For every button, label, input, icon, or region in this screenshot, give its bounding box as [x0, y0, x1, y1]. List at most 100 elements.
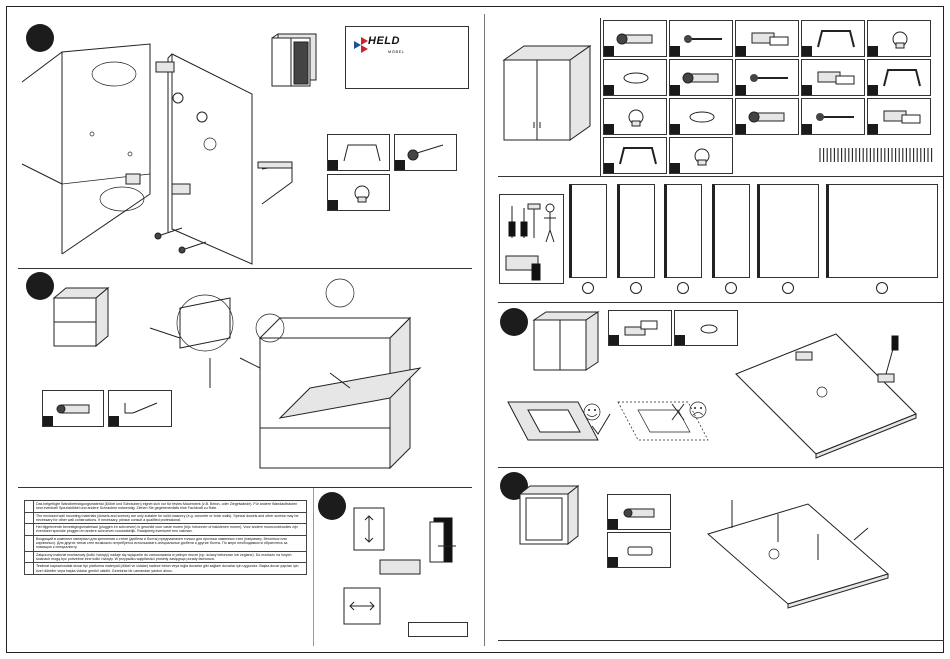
shelf-pin-icon — [883, 110, 921, 124]
step-1-diagram — [21, 43, 293, 265]
step-3-separator — [313, 488, 314, 646]
part-wood-dowel-box — [607, 532, 671, 568]
fitting-glue-tube — [669, 137, 733, 174]
fitting-cam-lock — [669, 20, 733, 57]
flag-icon — [24, 500, 34, 513]
part-knob-box — [327, 174, 390, 211]
flag-icon — [24, 511, 34, 525]
flag-icon — [24, 550, 34, 564]
wall-plug-icon — [56, 404, 90, 414]
fitting-wall-plug-screw — [669, 98, 733, 135]
flag-icon — [24, 562, 34, 575]
part-handle-box — [327, 134, 390, 171]
screw-icon — [407, 144, 444, 161]
fitting-wood-dowel — [603, 59, 667, 96]
wall-mount-warning-table: Das beigefügte Wandbefestigungsmaterial … — [24, 500, 307, 575]
knob-icon — [354, 185, 370, 203]
assembled-cabinet-front — [502, 45, 592, 141]
step-divider — [498, 176, 944, 177]
dowel-wall-plug-icon — [616, 33, 653, 45]
handle-icon — [750, 74, 788, 82]
panel-number-circle — [677, 282, 689, 294]
step-divider — [498, 467, 944, 468]
step-divider — [498, 302, 944, 303]
panel-bottom-panel — [757, 184, 819, 278]
cabinet-thumbnail — [271, 33, 317, 87]
step-divider — [18, 268, 472, 269]
step-4-panel-diagram — [735, 333, 917, 459]
step-divider — [18, 487, 472, 488]
wall-bracket-icon — [748, 111, 785, 123]
wall-plug-screw-icon — [689, 111, 715, 123]
panel-number-circle — [582, 282, 594, 294]
shelf-cabinet-thumbnail — [52, 286, 110, 348]
part-hook-screw-box — [108, 390, 172, 427]
cam-bolt-icon — [817, 71, 855, 85]
brand-subtitle: MÖBEL — [388, 49, 405, 54]
step-marker-icon — [500, 308, 528, 336]
handle-icon — [343, 144, 381, 162]
open-box-thumbnail — [518, 484, 580, 546]
hook-screw-icon — [628, 109, 644, 127]
tools-box — [499, 194, 564, 284]
screw-count-strip — [819, 148, 933, 162]
fitting-felt-pad — [603, 137, 667, 174]
felt-pad-icon — [619, 147, 657, 165]
hinge-arm-icon — [817, 30, 855, 48]
panel-number-circle — [725, 282, 737, 294]
wood-dowel-icon — [623, 72, 649, 84]
instruction-sheet-frame — [6, 6, 944, 653]
fitting-spring — [867, 20, 931, 57]
warning-row: Das beigefügte Wandbefestigungsmaterial … — [24, 500, 307, 513]
spring-icon — [892, 31, 908, 49]
felt-pad-icon — [700, 324, 718, 334]
hook-screw-icon — [124, 402, 158, 414]
part-dowel-plug-box — [607, 494, 671, 530]
header-separator — [600, 18, 601, 176]
fitting-wall-bracket — [735, 98, 799, 135]
step-marker-icon — [26, 272, 54, 300]
panel-side-panel-left — [569, 184, 607, 278]
step-3-diagram — [343, 507, 456, 625]
warning-row: Załączony materiał montażowy (kołki i wk… — [24, 550, 307, 564]
cabinet-thumbnail-step-4 — [532, 311, 600, 371]
nail-icon — [682, 72, 719, 84]
wall-plug-icon — [623, 508, 655, 518]
page-fold — [484, 14, 485, 646]
warning-row: Входящий в комплект материал для креплен… — [24, 534, 307, 552]
step-divider — [498, 640, 944, 641]
step-5-panel-diagram — [706, 500, 890, 609]
short-screw-icon — [816, 113, 854, 121]
part-screw-box — [394, 134, 457, 171]
fitting-shelf-pin — [867, 98, 931, 135]
step-marker-icon — [318, 492, 346, 520]
fitting-dowel-wall-plug — [603, 20, 667, 57]
hinge-plate-icon — [751, 32, 789, 46]
part-felt-pad-box — [674, 310, 738, 346]
panel-top-panel — [712, 184, 750, 278]
warning-row: Teslimat kapsamındaki duvar tipi platfor… — [24, 562, 307, 575]
panel-number-circle — [876, 282, 888, 294]
fitting-hinge-plate — [735, 20, 799, 57]
fitting-short-screw — [801, 98, 865, 135]
long-screw-icon — [883, 69, 921, 87]
brand-logo-box: HELD MÖBEL — [345, 26, 469, 89]
brand-name: HELD — [368, 35, 400, 47]
warning-row: The enclosed wall mounting materials (do… — [24, 511, 307, 525]
part-wall-plug-box — [42, 390, 104, 427]
part-hinge-box — [608, 310, 672, 346]
step-marker-icon — [26, 24, 54, 52]
mounting-comparison — [507, 401, 709, 441]
warning-row: Het bijgeleverde bevestigingsmateriaal (… — [24, 523, 307, 536]
panel-side-panel-right — [617, 184, 655, 278]
flag-icon — [24, 523, 34, 536]
reference-label-box — [408, 622, 468, 637]
fitting-handle — [735, 59, 799, 96]
panel-shelf-panel — [664, 184, 702, 278]
hinge-icon — [624, 320, 658, 336]
wood-dowel-icon — [627, 546, 653, 556]
fitting-long-screw — [867, 59, 931, 96]
held-logo-icon — [354, 37, 368, 53]
panel-back-panel — [826, 184, 938, 278]
fitting-hinge-arm — [801, 20, 865, 57]
